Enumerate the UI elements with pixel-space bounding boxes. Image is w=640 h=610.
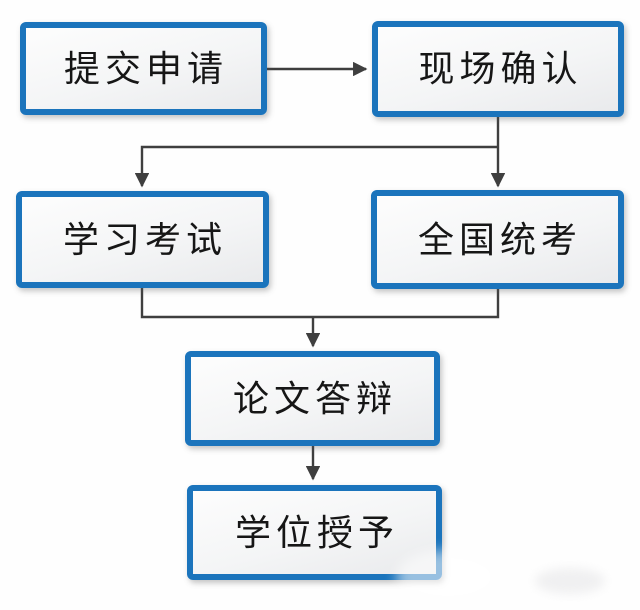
watermark-wisp xyxy=(535,568,605,594)
flow-node-degree-conferral: 学位授予 xyxy=(187,485,442,580)
flow-node-label: 全国统考 xyxy=(417,219,582,260)
edge-merge-rail xyxy=(140,288,500,319)
flow-node-thesis-defense: 论文答辩 xyxy=(185,351,440,446)
flow-node-study-exams: 学习考试 xyxy=(16,191,269,288)
edge-onsite-to-study xyxy=(134,145,498,188)
flow-node-national-unified-exam: 全国统考 xyxy=(371,190,624,289)
flow-node-label: 现场确认 xyxy=(418,49,583,89)
flow-node-label: 论文答辩 xyxy=(232,378,397,419)
flow-node-label: 提交申请 xyxy=(63,48,228,89)
flow-node-label: 学习考试 xyxy=(62,219,227,260)
flow-node-onsite-confirmation: 现场确认 xyxy=(372,21,624,117)
flow-node-label: 学位授予 xyxy=(234,512,399,553)
flow-node-submit-application: 提交申请 xyxy=(20,22,267,115)
